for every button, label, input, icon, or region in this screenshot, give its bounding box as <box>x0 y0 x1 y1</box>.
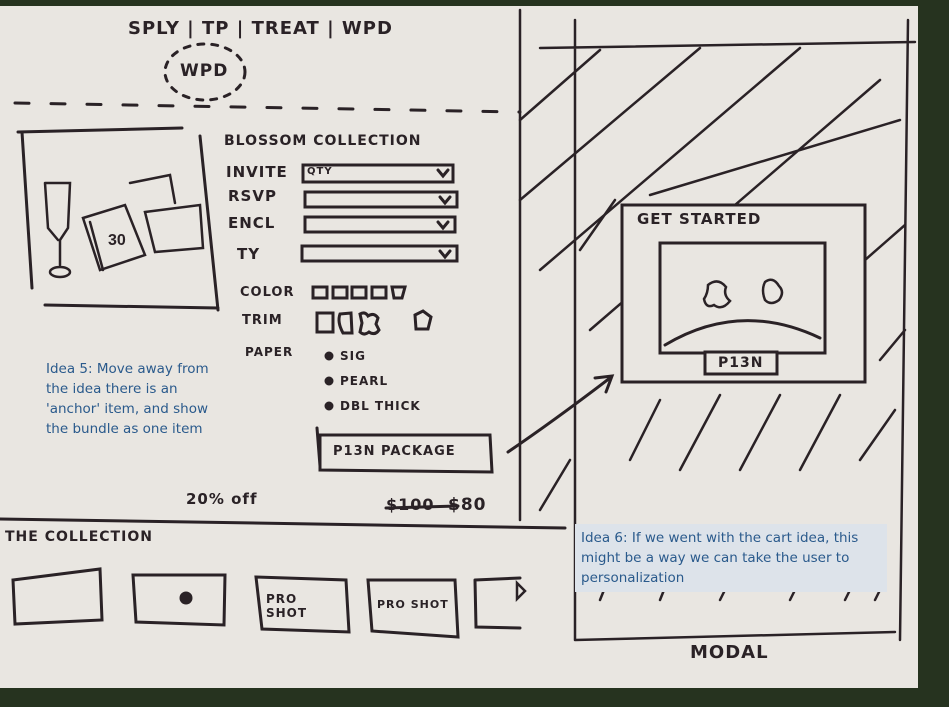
collection-divider <box>0 517 567 530</box>
ty-label: TY <box>237 245 261 263</box>
trim-label: Trim <box>242 313 283 328</box>
rsvp-label: RSVP <box>228 187 277 205</box>
nav-item-sply[interactable]: SPLY <box>128 18 180 39</box>
color-label: Color <box>240 285 295 300</box>
invite-dropdown-value[interactable]: Qty <box>307 166 333 177</box>
collection-thumbnails <box>11 567 527 639</box>
collection-item-pro-shot-1[interactable]: Pro Shot <box>266 592 308 620</box>
modal-p13n-button[interactable]: P13N <box>718 355 764 371</box>
idea-5-note: Idea 5: Move away from the idea there is… <box>46 361 209 437</box>
collection-item-pro-shot-2[interactable]: Pro Shot <box>377 598 449 611</box>
price-strikethrough <box>384 504 460 510</box>
new-price: $80 <box>448 495 487 515</box>
paper-option-pearl[interactable]: PEARL <box>340 374 389 388</box>
nav-item-treat[interactable]: TREAT <box>251 18 320 39</box>
product-title: Blossom Collection <box>224 133 422 149</box>
selected-nav-circle <box>163 42 247 102</box>
paper-option-sig[interactable]: SIG <box>340 349 366 363</box>
invite-label: Invite <box>226 163 288 181</box>
top-nav: SPLY | TP | TREAT | WPD <box>128 18 393 39</box>
discount-label: 20% off <box>186 490 258 508</box>
modal-title: Get Started <box>637 210 762 228</box>
nav-item-wpd[interactable]: WPD <box>341 18 393 39</box>
header-divider <box>13 101 522 114</box>
nav-item-tp[interactable]: TP <box>201 18 230 39</box>
color-swatches <box>311 285 407 300</box>
arrow-to-modal <box>506 374 615 454</box>
product-image-frame <box>16 126 220 312</box>
product-image-sketch: 30 <box>43 173 205 279</box>
encl-label: Encl <box>228 214 276 232</box>
old-price: $100 <box>386 495 435 514</box>
svg-text:30: 30 <box>108 232 126 249</box>
p13n-package-button[interactable]: P13N Package <box>333 444 456 459</box>
get-started-card-frame <box>620 203 867 384</box>
modal-label: Modal <box>690 642 769 663</box>
paper-option-dbl-thick[interactable]: DBL THICK <box>340 399 421 413</box>
p13n-package-frame <box>315 426 494 474</box>
idea-6-note: Idea 6: If we went with the cart idea, t… <box>575 524 887 592</box>
paper-radio-dots <box>324 351 334 411</box>
trim-shapes <box>315 309 433 336</box>
dropdown-frames <box>300 163 459 263</box>
collection-title: The Collection <box>5 529 153 545</box>
paper-label: Paper <box>245 345 294 359</box>
nav-selected-wpd[interactable]: WPD <box>180 61 229 81</box>
